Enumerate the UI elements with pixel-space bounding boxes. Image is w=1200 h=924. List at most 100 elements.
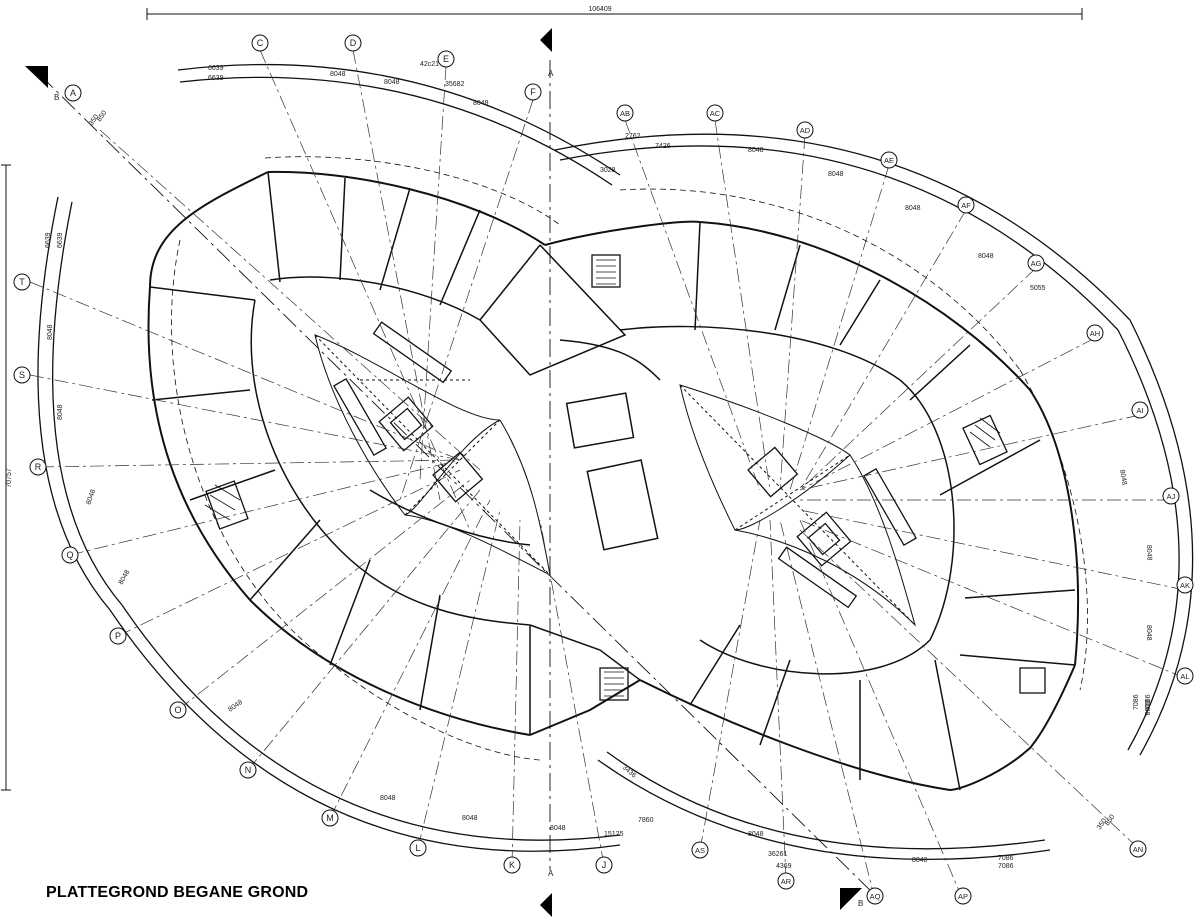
right-wing-inner-ring bbox=[559, 325, 955, 675]
axis-label-k: K bbox=[509, 860, 515, 870]
svg-text:8048: 8048 bbox=[57, 404, 64, 420]
axis-label-ap: AP bbox=[958, 892, 968, 901]
svg-text:7860: 7860 bbox=[638, 817, 654, 824]
axis-label-d: D bbox=[350, 38, 357, 48]
axis-label-r: R bbox=[35, 462, 42, 472]
axis-label-af: AF bbox=[961, 201, 971, 210]
left-wing-inner-ring bbox=[250, 244, 541, 626]
axis-bubble-s bbox=[13, 366, 31, 384]
svg-text:8048: 8048 bbox=[227, 699, 244, 714]
svg-text:7426: 7426 bbox=[655, 143, 671, 150]
axis-bubble-ar bbox=[777, 872, 795, 890]
axis-bubble-m bbox=[321, 809, 339, 827]
axis-label-p: P bbox=[115, 631, 121, 641]
axis-label-ab: AB bbox=[620, 109, 630, 118]
axis-bubble-n bbox=[239, 761, 257, 779]
axis-bubble-ac bbox=[706, 104, 724, 122]
svg-text:8048: 8048 bbox=[912, 857, 928, 864]
svg-text:36261: 36261 bbox=[768, 851, 788, 858]
svg-text:8048: 8048 bbox=[1145, 625, 1152, 641]
right-partitions bbox=[689, 221, 1076, 791]
axis-label-f: F bbox=[530, 87, 536, 97]
svg-text:8048: 8048 bbox=[905, 205, 921, 212]
axis-bubble-aj bbox=[1162, 487, 1180, 505]
svg-text:8048: 8048 bbox=[1118, 469, 1128, 486]
svg-text:8048: 8048 bbox=[828, 171, 844, 178]
axis-bubble-c bbox=[251, 34, 269, 52]
right-wing-outline bbox=[544, 220, 1079, 791]
svg-text:5055: 5055 bbox=[1030, 285, 1046, 292]
svg-text:8048: 8048 bbox=[550, 825, 566, 832]
axis-bubble-f bbox=[524, 83, 542, 101]
axis-label-aq: AQ bbox=[870, 892, 881, 901]
left-wing-outline bbox=[147, 170, 641, 736]
axis-bubble-ap bbox=[954, 887, 972, 905]
overall-height-dimension bbox=[1, 164, 11, 791]
axis-label-t: T bbox=[19, 277, 25, 287]
svg-text:8048: 8048 bbox=[85, 489, 97, 506]
axis-label-c: C bbox=[257, 38, 264, 48]
svg-text:42c21: 42c21 bbox=[420, 61, 439, 68]
axis-label-m: M bbox=[326, 813, 334, 823]
axis-bubble-l bbox=[409, 839, 427, 857]
axis-bubble-aq bbox=[866, 887, 884, 905]
axis-label-ah: AH bbox=[1090, 329, 1100, 338]
axis-bubble-j bbox=[595, 856, 613, 874]
axis-label-j: J bbox=[602, 860, 607, 870]
axis-bubble-as bbox=[691, 841, 709, 859]
stair-hatching bbox=[204, 259, 1001, 697]
axis-bubble-k bbox=[503, 856, 521, 874]
section-letters: A A B B bbox=[54, 69, 863, 908]
axis-bubble-e bbox=[437, 50, 455, 68]
axis-bubble-ad bbox=[796, 121, 814, 139]
section-markers bbox=[25, 28, 862, 917]
axis-bubble-af bbox=[957, 196, 975, 214]
axis-bubble-d bbox=[344, 34, 362, 52]
central-bridge bbox=[479, 244, 659, 681]
dimension-numbers: 6639 6639 8048 8048 42c21 35682 8048 742… bbox=[45, 61, 1153, 870]
axis-bubble-p bbox=[109, 627, 127, 645]
svg-text:8048: 8048 bbox=[330, 71, 346, 78]
svg-text:6639: 6639 bbox=[57, 232, 64, 248]
axis-bubble-t bbox=[13, 273, 31, 291]
svg-text:7086: 7086 bbox=[1133, 694, 1140, 710]
dimension-arcs bbox=[37, 63, 1194, 861]
drawing-title: PLATTEGROND BEGANE GROND bbox=[46, 884, 309, 901]
dashed-rings bbox=[171, 156, 1088, 761]
overall-dim-labels: 106409 70757 bbox=[6, 6, 612, 488]
axis-bubble-q bbox=[61, 546, 79, 564]
axis-label-ae: AE bbox=[884, 156, 894, 165]
axis-label-ac: AC bbox=[710, 109, 721, 118]
svg-text:8048: 8048 bbox=[47, 324, 54, 340]
axis-label-aj: AJ bbox=[1167, 492, 1176, 501]
svg-text:8048: 8048 bbox=[1145, 545, 1153, 561]
axis-label-ag: AG bbox=[1031, 259, 1042, 268]
overall-width-label: 106409 bbox=[588, 6, 611, 13]
axis-bubble-ae bbox=[880, 151, 898, 169]
axis-bubble-an bbox=[1129, 840, 1147, 858]
svg-text:4369: 4369 bbox=[776, 863, 792, 870]
svg-text:6639: 6639 bbox=[208, 65, 224, 72]
svg-text:8048: 8048 bbox=[473, 100, 489, 107]
right-atrium bbox=[679, 384, 916, 627]
svg-text:8048: 8048 bbox=[978, 253, 994, 260]
section-a-top: A bbox=[548, 69, 554, 78]
axis-label-ak: AK bbox=[1180, 581, 1190, 590]
axis-label-n: N bbox=[245, 765, 252, 775]
svg-text:8048: 8048 bbox=[748, 147, 764, 154]
axis-label-a: A bbox=[70, 88, 76, 98]
svg-text:8048: 8048 bbox=[118, 569, 132, 586]
svg-text:850: 850 bbox=[1104, 813, 1116, 827]
svg-text:8048: 8048 bbox=[462, 815, 478, 822]
svg-text:8048: 8048 bbox=[380, 795, 396, 802]
svg-text:15125: 15125 bbox=[604, 831, 624, 838]
axis-label-s: S bbox=[19, 370, 25, 380]
axis-label-e: E bbox=[443, 54, 449, 64]
svg-text:35682: 35682 bbox=[445, 81, 465, 88]
axis-bubble-ah bbox=[1086, 324, 1104, 342]
left-partitions bbox=[149, 171, 531, 735]
grid-axes bbox=[29, 49, 1186, 901]
axis-label-an: AN bbox=[1133, 845, 1143, 854]
